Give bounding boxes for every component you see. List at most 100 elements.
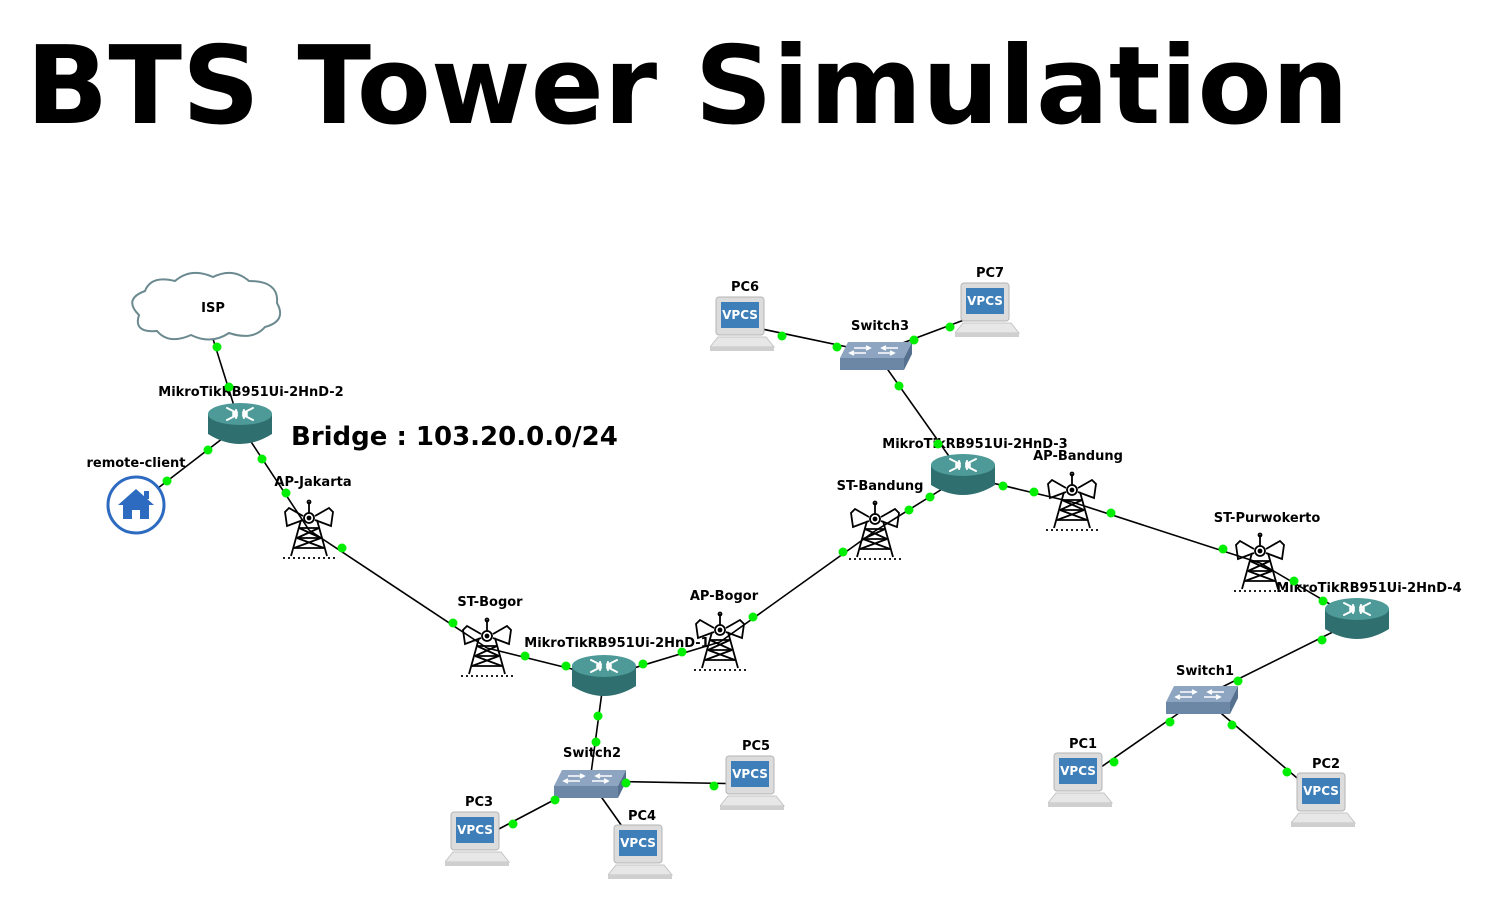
port-status-dot — [777, 331, 787, 341]
node-pc7[interactable]: VPCS PC7 — [955, 266, 1020, 338]
node-pc3[interactable]: VPCS PC3 — [445, 795, 510, 867]
port-status-dot — [838, 547, 848, 557]
port-status-dot — [203, 445, 213, 455]
node-label: MikroTikRB951Ui-2HnD-4 — [1276, 581, 1461, 596]
switch-icon — [554, 769, 626, 798]
port-status-dot — [638, 659, 648, 669]
node-label: AP-Jakarta — [274, 475, 351, 490]
node-label: MikroTikRB951Ui-2HnD-1 — [524, 636, 709, 651]
node-pc1[interactable]: VPCS PC1 — [1048, 737, 1113, 808]
node-sw3[interactable]: Switch3 — [840, 319, 912, 370]
node-apj[interactable]: AP-Jakarta — [274, 475, 352, 559]
node-r2[interactable]: MikroTikRB951Ui-2HnD-2 — [158, 385, 344, 445]
port-status-dot — [1318, 596, 1328, 606]
port-status-dot — [224, 382, 234, 392]
node-remote[interactable]: remote-client — [86, 456, 186, 535]
node-label: ISP — [201, 301, 225, 316]
node-label: PC4 — [628, 809, 656, 824]
router-icon — [571, 654, 637, 697]
port-status-dot — [1218, 544, 1228, 554]
port-status-dot — [925, 492, 935, 502]
link-apj-stbogor[interactable] — [308, 529, 488, 649]
port-status-dot — [591, 737, 601, 747]
node-label: PC5 — [742, 739, 770, 754]
node-pc4[interactable]: VPCS PC4 — [608, 809, 673, 880]
port-status-dot — [894, 381, 904, 391]
port-status-dot — [1227, 720, 1237, 730]
node-sw1[interactable]: Switch1 — [1166, 664, 1238, 714]
node-label: PC6 — [731, 280, 759, 295]
node-isp[interactable]: ISP — [131, 271, 281, 341]
router-icon — [1324, 597, 1390, 640]
node-label: ST-Purwokerto — [1214, 511, 1321, 526]
node-label: Switch3 — [851, 319, 909, 334]
node-label: PC7 — [976, 266, 1004, 281]
node-label: Switch1 — [1176, 664, 1234, 679]
switch-icon — [840, 341, 912, 370]
node-label: ST-Bandung — [837, 479, 924, 494]
cloud-icon — [131, 271, 281, 341]
node-label: PC3 — [465, 795, 493, 810]
port-status-dot — [832, 342, 842, 352]
node-label: PC2 — [1312, 757, 1340, 772]
vpcs-icon — [1048, 752, 1113, 808]
node-pc2[interactable]: VPCS PC2 — [1291, 757, 1356, 828]
port-status-dot — [1165, 717, 1175, 727]
vpcs-icon — [445, 811, 510, 867]
node-r3[interactable]: MikroTikRB951Ui-2HnD-3 — [882, 437, 1068, 496]
vpcs-icon — [955, 282, 1020, 338]
node-label: AP-Bandung — [1033, 449, 1123, 464]
port-status-dot — [162, 476, 172, 486]
home-icon — [106, 475, 166, 535]
port-status-dot — [561, 661, 571, 671]
node-label: MikroTikRB951Ui-2HnD-3 — [882, 437, 1067, 452]
port-status-dot — [520, 651, 530, 661]
node-pc6[interactable]: VPCS PC6 — [710, 280, 775, 352]
port-status-dot — [933, 439, 943, 449]
port-status-dot — [1289, 576, 1299, 586]
port-status-dot — [1109, 757, 1119, 767]
node-stbogor[interactable]: ST-Bogor — [457, 595, 523, 677]
vpcs-text: VPCS — [967, 294, 1003, 308]
link-apbogor-stbandung[interactable] — [719, 530, 876, 643]
node-stpurwokerto[interactable]: ST-Purwokerto — [1214, 511, 1321, 592]
port-status-dot — [281, 488, 291, 498]
port-status-dot — [1282, 767, 1292, 777]
port-status-dot — [1029, 487, 1039, 497]
port-status-dot — [550, 795, 560, 805]
vpcs-text: VPCS — [722, 308, 758, 322]
node-sw2[interactable]: Switch2 — [554, 746, 626, 798]
page-title: BTS Tower Simulation — [26, 24, 1349, 149]
router-icon — [930, 453, 996, 496]
vpcs-icon — [608, 824, 673, 880]
node-label: AP-Bogor — [690, 589, 759, 604]
link-r4-sw1[interactable] — [1201, 619, 1358, 698]
node-pc5[interactable]: VPCS PC5 — [720, 739, 785, 811]
port-status-dot — [337, 543, 347, 553]
node-label: MikroTikRB951Ui-2HnD-2 — [158, 385, 343, 400]
vpcs-text: VPCS — [1303, 784, 1339, 798]
node-label: remote-client — [86, 456, 185, 471]
vpcs-text: VPCS — [620, 836, 656, 850]
vpcs-icon — [1291, 772, 1356, 828]
vpcs-text: VPCS — [732, 767, 768, 781]
node-apbogor[interactable]: AP-Bogor — [690, 589, 759, 671]
vpcs-text: VPCS — [1060, 764, 1096, 778]
port-status-dot — [1233, 676, 1243, 686]
port-status-dot — [448, 618, 458, 628]
vpcs-text: VPCS — [457, 823, 493, 837]
vpcs-icon — [720, 755, 785, 811]
port-status-dot — [593, 711, 603, 721]
node-label: PC1 — [1069, 737, 1097, 752]
node-r1[interactable]: MikroTikRB951Ui-2HnD-1 — [524, 636, 710, 697]
port-status-dot — [998, 481, 1008, 491]
port-status-dot — [508, 819, 518, 829]
node-stbandung[interactable]: ST-Bandung — [837, 479, 924, 560]
node-r4[interactable]: MikroTikRB951Ui-2HnD-4 — [1276, 581, 1462, 640]
switch-icon — [1166, 685, 1238, 714]
node-label: ST-Bogor — [457, 595, 523, 610]
link-apbandung-stpurwokerto[interactable] — [1071, 501, 1261, 564]
port-status-dot — [1317, 635, 1327, 645]
node-apbandung[interactable]: AP-Bandung — [1033, 449, 1123, 531]
